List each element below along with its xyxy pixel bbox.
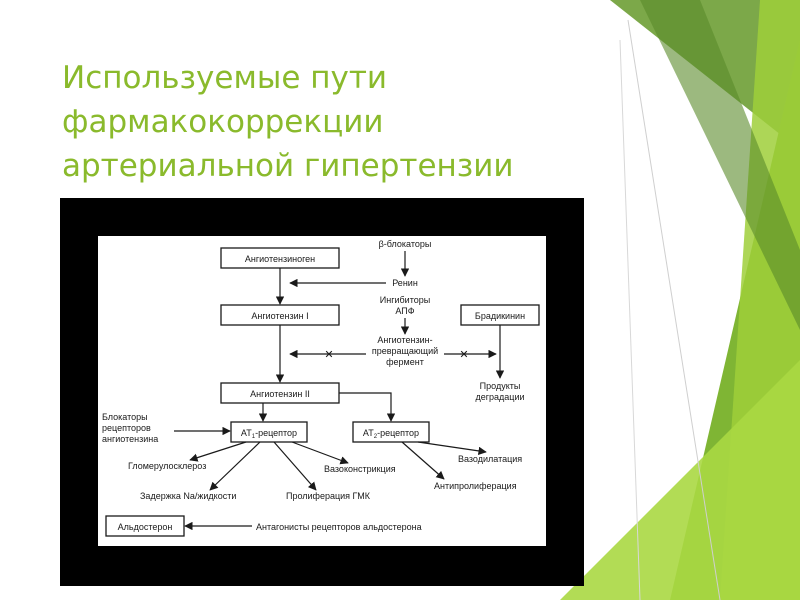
label-glomerulosclerosis: Гломерулосклероз <box>128 461 206 471</box>
box-angiotensin-2-label: Ангиотензин II <box>250 389 310 399</box>
box-aldosterone-label: Альдостерон <box>118 522 173 532</box>
box-at1-label: AT1-рецептор <box>241 428 297 440</box>
arrow-a2-to-at2 <box>339 392 396 422</box>
deco-shape-dark <box>640 0 800 330</box>
label-degradation-1: Продукты <box>480 381 521 391</box>
at2-sub: 2 <box>374 434 378 440</box>
label-na-retention: Задержка Na/жидкости <box>140 491 236 501</box>
box-at2-label: AT2-рецептор <box>363 428 419 440</box>
label-degradation-2: деградации <box>475 392 524 402</box>
deco-line-2 <box>619 39 641 600</box>
at2-suffix: -рецептор <box>377 428 419 438</box>
label-vasodilation: Вазодилатация <box>458 454 522 464</box>
at1-prefix: AT <box>241 428 252 438</box>
arrow-at2-to-antiproliferation <box>401 441 445 480</box>
title-line-3: артериальной гипертензии <box>62 148 514 184</box>
label-ace-inhibitors-2: АПФ <box>395 306 414 316</box>
raas-diagram: Ангиотензиноген Ангиотензин I Ангиотензи… <box>102 239 540 537</box>
label-beta-blockers: β-блокаторы <box>379 239 432 249</box>
at2-prefix: AT <box>363 428 374 438</box>
title-line-1: Используемые пути <box>62 60 388 96</box>
deco-line-1 <box>627 19 721 600</box>
box-bradykinin: Брадикинин <box>460 304 540 326</box>
title-line-2: фармакокоррекции <box>62 104 384 140</box>
slide-title: Используемые пути фармакокоррекции артер… <box>62 56 602 188</box>
at1-sub: 1 <box>252 434 256 440</box>
label-renin: Ренин <box>392 278 418 288</box>
arrow-at1-to-na-retention <box>209 441 261 491</box>
arrow-at1-to-glomerulosclerosis <box>189 441 247 462</box>
label-vasoconstriction: Вазоконстрикция <box>324 464 396 474</box>
label-antiproliferation: Антипролиферация <box>434 481 517 491</box>
deco-shape-bottom <box>560 360 800 600</box>
arrow-at1-to-vasoconstriction <box>291 441 349 465</box>
label-aldosterone-antagonists: Антагонисты рецепторов альдостерона <box>256 522 422 532</box>
label-ace-inhibitors-1: Ингибиторы <box>380 295 430 305</box>
block-mark-left: ✕ <box>324 349 333 361</box>
diagram-area: Ангиотензиноген Ангиотензин I Ангиотензи… <box>98 236 546 546</box>
label-ace-1: Ангиотензин- <box>377 335 432 345</box>
box-at1-receptor: AT1-рецептор <box>230 421 308 443</box>
block-mark-right: ✕ <box>459 349 468 361</box>
box-angiotensinogen: Ангиотензиноген <box>220 247 340 269</box>
box-bradykinin-label: Брадикинин <box>475 311 525 321</box>
label-ace-3: фермент <box>386 357 424 367</box>
box-aldosterone: Альдостерон <box>105 515 185 537</box>
arrow-at1-to-smc <box>273 441 317 491</box>
label-smc-proliferation: Пролиферация ГМК <box>286 491 371 501</box>
box-angiotensinogen-label: Ангиотензиноген <box>245 254 315 264</box>
label-arb-3: ангиотензина <box>102 434 158 444</box>
label-arb-1: Блокаторы <box>102 412 148 422</box>
box-angiotensin-1: Ангиотензин I <box>220 304 340 326</box>
label-arb-2: рецепторов <box>102 423 151 433</box>
label-ace-2: превращающий <box>372 346 438 356</box>
at1-suffix: -рецептор <box>255 428 297 438</box>
box-angiotensin-2: Ангиотензин II <box>220 382 340 404</box>
arrow-at2-to-vasodilation <box>417 441 487 456</box>
box-angiotensin-1-label: Ангиотензин I <box>251 311 308 321</box>
box-at2-receptor: AT2-рецептор <box>352 421 430 443</box>
